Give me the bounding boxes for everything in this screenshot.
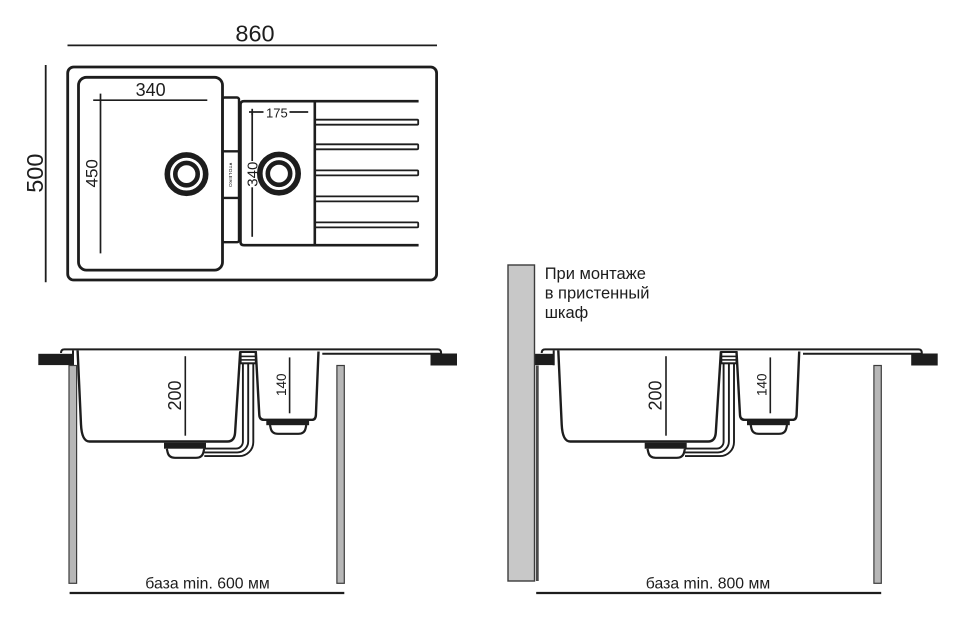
svg-text:▾TOLERO: ▾TOLERO	[227, 163, 233, 188]
svg-text:шкаф: шкаф	[545, 304, 589, 322]
svg-text:340: 340	[244, 162, 261, 187]
svg-text:860: 860	[235, 21, 274, 47]
svg-text:450: 450	[82, 159, 101, 187]
svg-text:база min. 800 мм: база min. 800 мм	[646, 576, 770, 593]
svg-text:база min. 600 мм: база min. 600 мм	[145, 576, 269, 593]
svg-text:в пристенный: в пристенный	[545, 285, 650, 303]
svg-text:340: 340	[136, 80, 166, 100]
svg-text:При монтаже: При монтаже	[545, 265, 646, 283]
svg-text:175: 175	[266, 105, 288, 120]
svg-text:500: 500	[22, 154, 48, 193]
